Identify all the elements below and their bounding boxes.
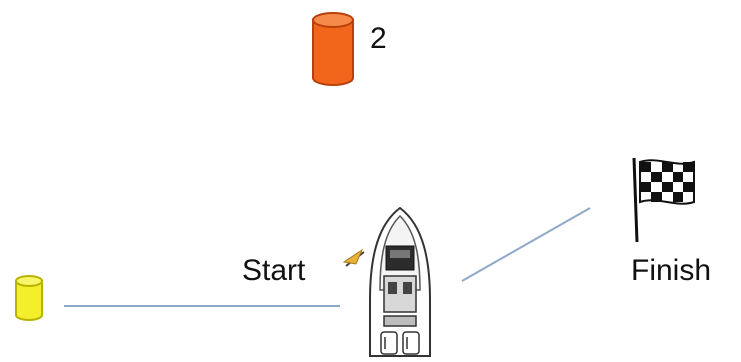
finish-course-line: [461, 207, 591, 282]
buoy-2-label: 2: [370, 22, 387, 55]
start-label: Start: [242, 254, 306, 287]
checkered-flag-icon: [632, 157, 695, 243]
finish-label: Finish: [631, 254, 712, 287]
yellow-buoy-icon: [15, 275, 43, 321]
pennant-icon: [342, 248, 365, 267]
boat-icon: [369, 206, 431, 357]
orange-buoy-icon: [312, 12, 354, 86]
